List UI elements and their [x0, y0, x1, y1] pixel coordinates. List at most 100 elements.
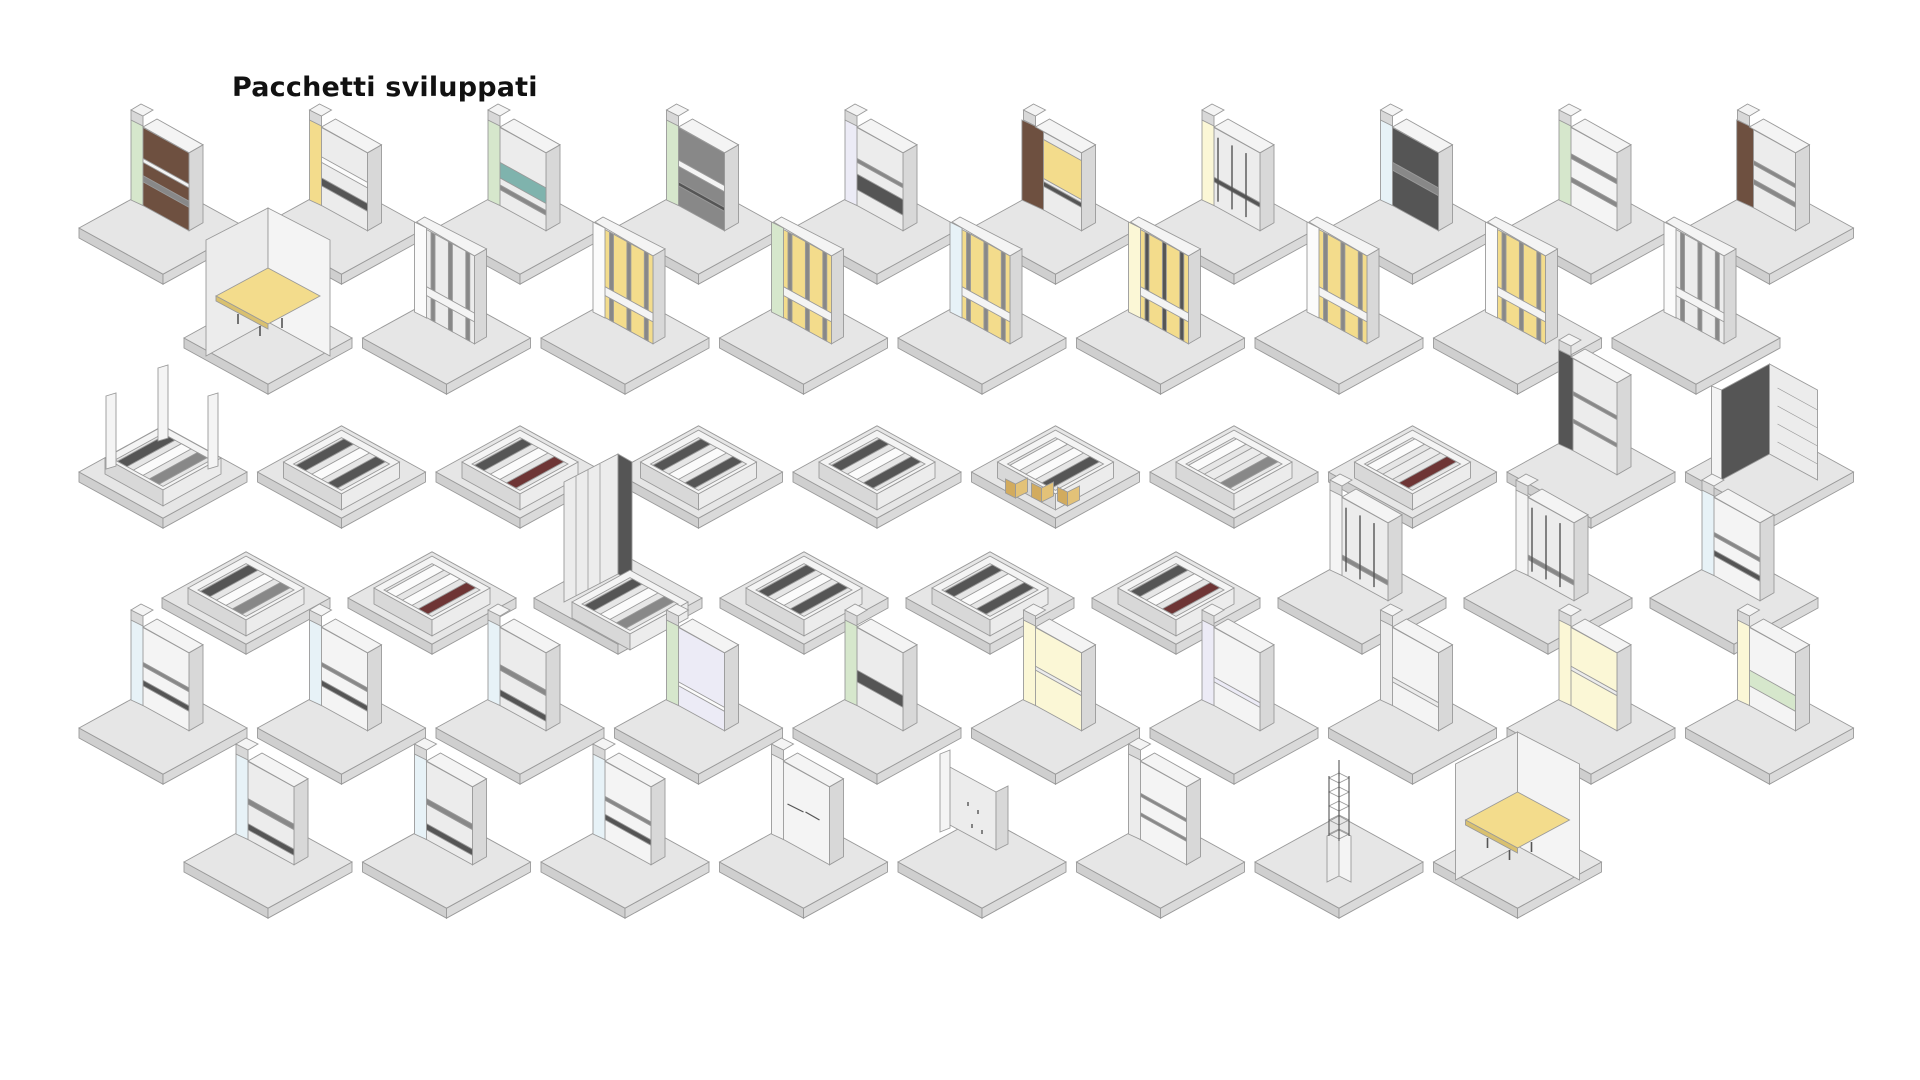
wall-post-top [308, 103, 333, 117]
package-floor-basin [78, 364, 248, 529]
wall-side [1545, 248, 1558, 345]
wall-stud [1323, 231, 1328, 323]
wall-side [1438, 644, 1453, 732]
ceiling-deck-edge [215, 295, 269, 330]
detail-line [787, 803, 804, 813]
floor-layer [830, 438, 890, 472]
floor-layer [326, 455, 387, 489]
wall-side [1186, 778, 1201, 866]
floor-layer [231, 581, 291, 615]
tall-wall-dark [617, 453, 633, 583]
wall-stud [983, 240, 989, 333]
wall-stud [804, 240, 810, 333]
wall-side [474, 248, 487, 345]
floor-layer [294, 438, 355, 472]
wall-cladding [771, 221, 784, 319]
wall-side [1009, 248, 1023, 345]
wall-top [499, 618, 561, 654]
wall-cladding [771, 753, 784, 841]
wall-cladding [1201, 619, 1215, 707]
wall-cladding [1128, 753, 1141, 841]
package-wall-dark-white [792, 103, 962, 285]
wall-post-top [1379, 103, 1404, 117]
floor-joist [1057, 486, 1068, 507]
wall-side [902, 644, 918, 732]
detail-line [1777, 441, 1818, 465]
wall-top [604, 752, 666, 788]
wall-cladding [1736, 119, 1754, 209]
wall-stud [1357, 250, 1363, 343]
floor-layer [667, 447, 728, 480]
wall-top [320, 618, 383, 654]
wall-stud [1518, 240, 1524, 333]
wall-top [1139, 752, 1202, 788]
floor-layer [473, 438, 533, 472]
detail-line [1777, 405, 1818, 429]
floor-layer [199, 564, 259, 598]
wall-top [677, 118, 740, 154]
package-wall-blue-gray [361, 737, 532, 919]
wall-cladding [1021, 119, 1044, 211]
package-corner-floor-tall [533, 453, 703, 655]
corner-edge [1711, 385, 1722, 481]
wall-cladding [1515, 489, 1529, 577]
wall-post-top [1022, 603, 1047, 617]
wall-stud [447, 240, 453, 333]
floor-layer [615, 595, 675, 629]
wall-post-top [1201, 103, 1225, 117]
wall-stud [1501, 231, 1507, 323]
floor-layer [489, 447, 549, 480]
floor-layer [1008, 438, 1069, 472]
wall-cladding [592, 221, 606, 319]
wall-cladding [487, 619, 501, 707]
package-corner-ceiling [1432, 731, 1603, 919]
wall-side [1616, 144, 1632, 232]
wall-side [1387, 514, 1403, 602]
wall-side [1759, 514, 1775, 602]
floor-layer [1203, 447, 1263, 480]
wall-top [782, 752, 845, 788]
wall-cladding [1701, 489, 1715, 577]
wall-side [724, 644, 739, 732]
wall-side [1795, 644, 1810, 732]
package-corner-ceiling [183, 207, 353, 395]
wall-post-top [130, 603, 154, 617]
wall-stud [1697, 240, 1703, 333]
wall-top [856, 118, 918, 154]
wall-cladding [666, 119, 679, 207]
wall-post-top [235, 737, 259, 751]
wall-cladding [1128, 221, 1141, 319]
package-floor-stripe-white [161, 551, 331, 655]
floor-layer [846, 447, 906, 480]
wall-stud [822, 250, 828, 343]
wall-side [724, 144, 739, 232]
wall-post-top [770, 737, 795, 751]
wall-top [1665, 216, 1737, 257]
wall-side [1081, 144, 1096, 232]
wall-cladding [309, 619, 322, 707]
floor-layer [651, 438, 712, 472]
wall-top [1570, 348, 1632, 384]
wall-post-top [844, 603, 868, 617]
wall-side [829, 778, 844, 866]
package-wall-blue-gray [435, 603, 605, 785]
floor-joist [1005, 478, 1016, 499]
wall-side [472, 778, 487, 866]
package-wall-green-lav [613, 603, 784, 785]
package-floor-stripe [613, 425, 784, 529]
wall-side [188, 144, 204, 232]
wall-top [594, 216, 666, 257]
wall-stud [626, 240, 632, 333]
wall-cladding [130, 119, 144, 207]
wall-stud [1536, 250, 1542, 343]
basin-post [157, 364, 169, 442]
package-corner-dark [1684, 363, 1855, 529]
wall-cladding [844, 119, 858, 207]
wall-top [1034, 118, 1097, 154]
package-wall-framed-gray [361, 216, 532, 395]
wall-side [831, 248, 844, 345]
package-wall-panel [897, 749, 1067, 919]
wall-top [1034, 618, 1097, 654]
wall-cladding [235, 753, 249, 841]
